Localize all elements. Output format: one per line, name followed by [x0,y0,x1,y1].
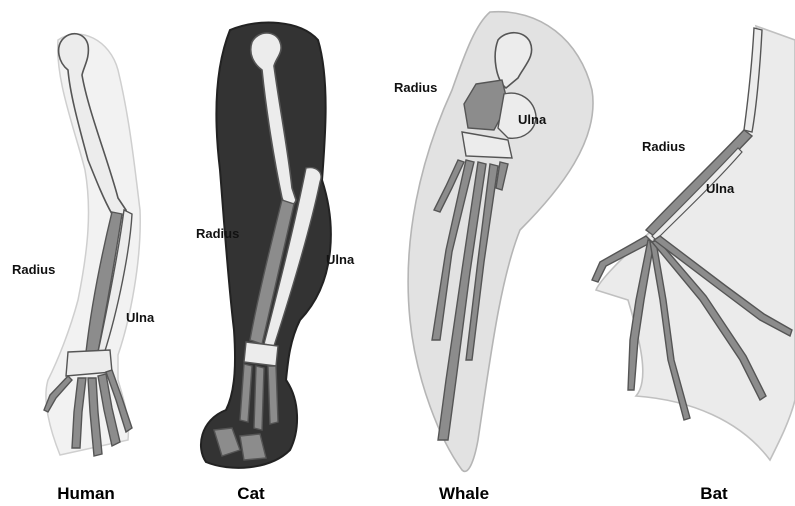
human-arm [44,34,140,456]
cat-radius-label: Radius [196,226,239,241]
whale-radius-label: Radius [394,80,437,95]
human-caption: Human [26,484,146,504]
whale-caption: Whale [404,484,524,504]
bat-ulna-label: Ulna [706,181,734,196]
cat-leg [201,23,331,468]
cat-caption: Cat [191,484,311,504]
cat-wrist [244,342,278,366]
human-ulna-label: Ulna [126,310,154,325]
cat-ulna-label: Ulna [326,252,354,267]
bat-wing [592,26,795,460]
bat-radius-label: Radius [642,139,685,154]
bat-caption: Bat [654,484,774,504]
human-wrist [66,350,112,376]
human-radius-label: Radius [12,262,55,277]
whale-ulna-label: Ulna [518,112,546,127]
